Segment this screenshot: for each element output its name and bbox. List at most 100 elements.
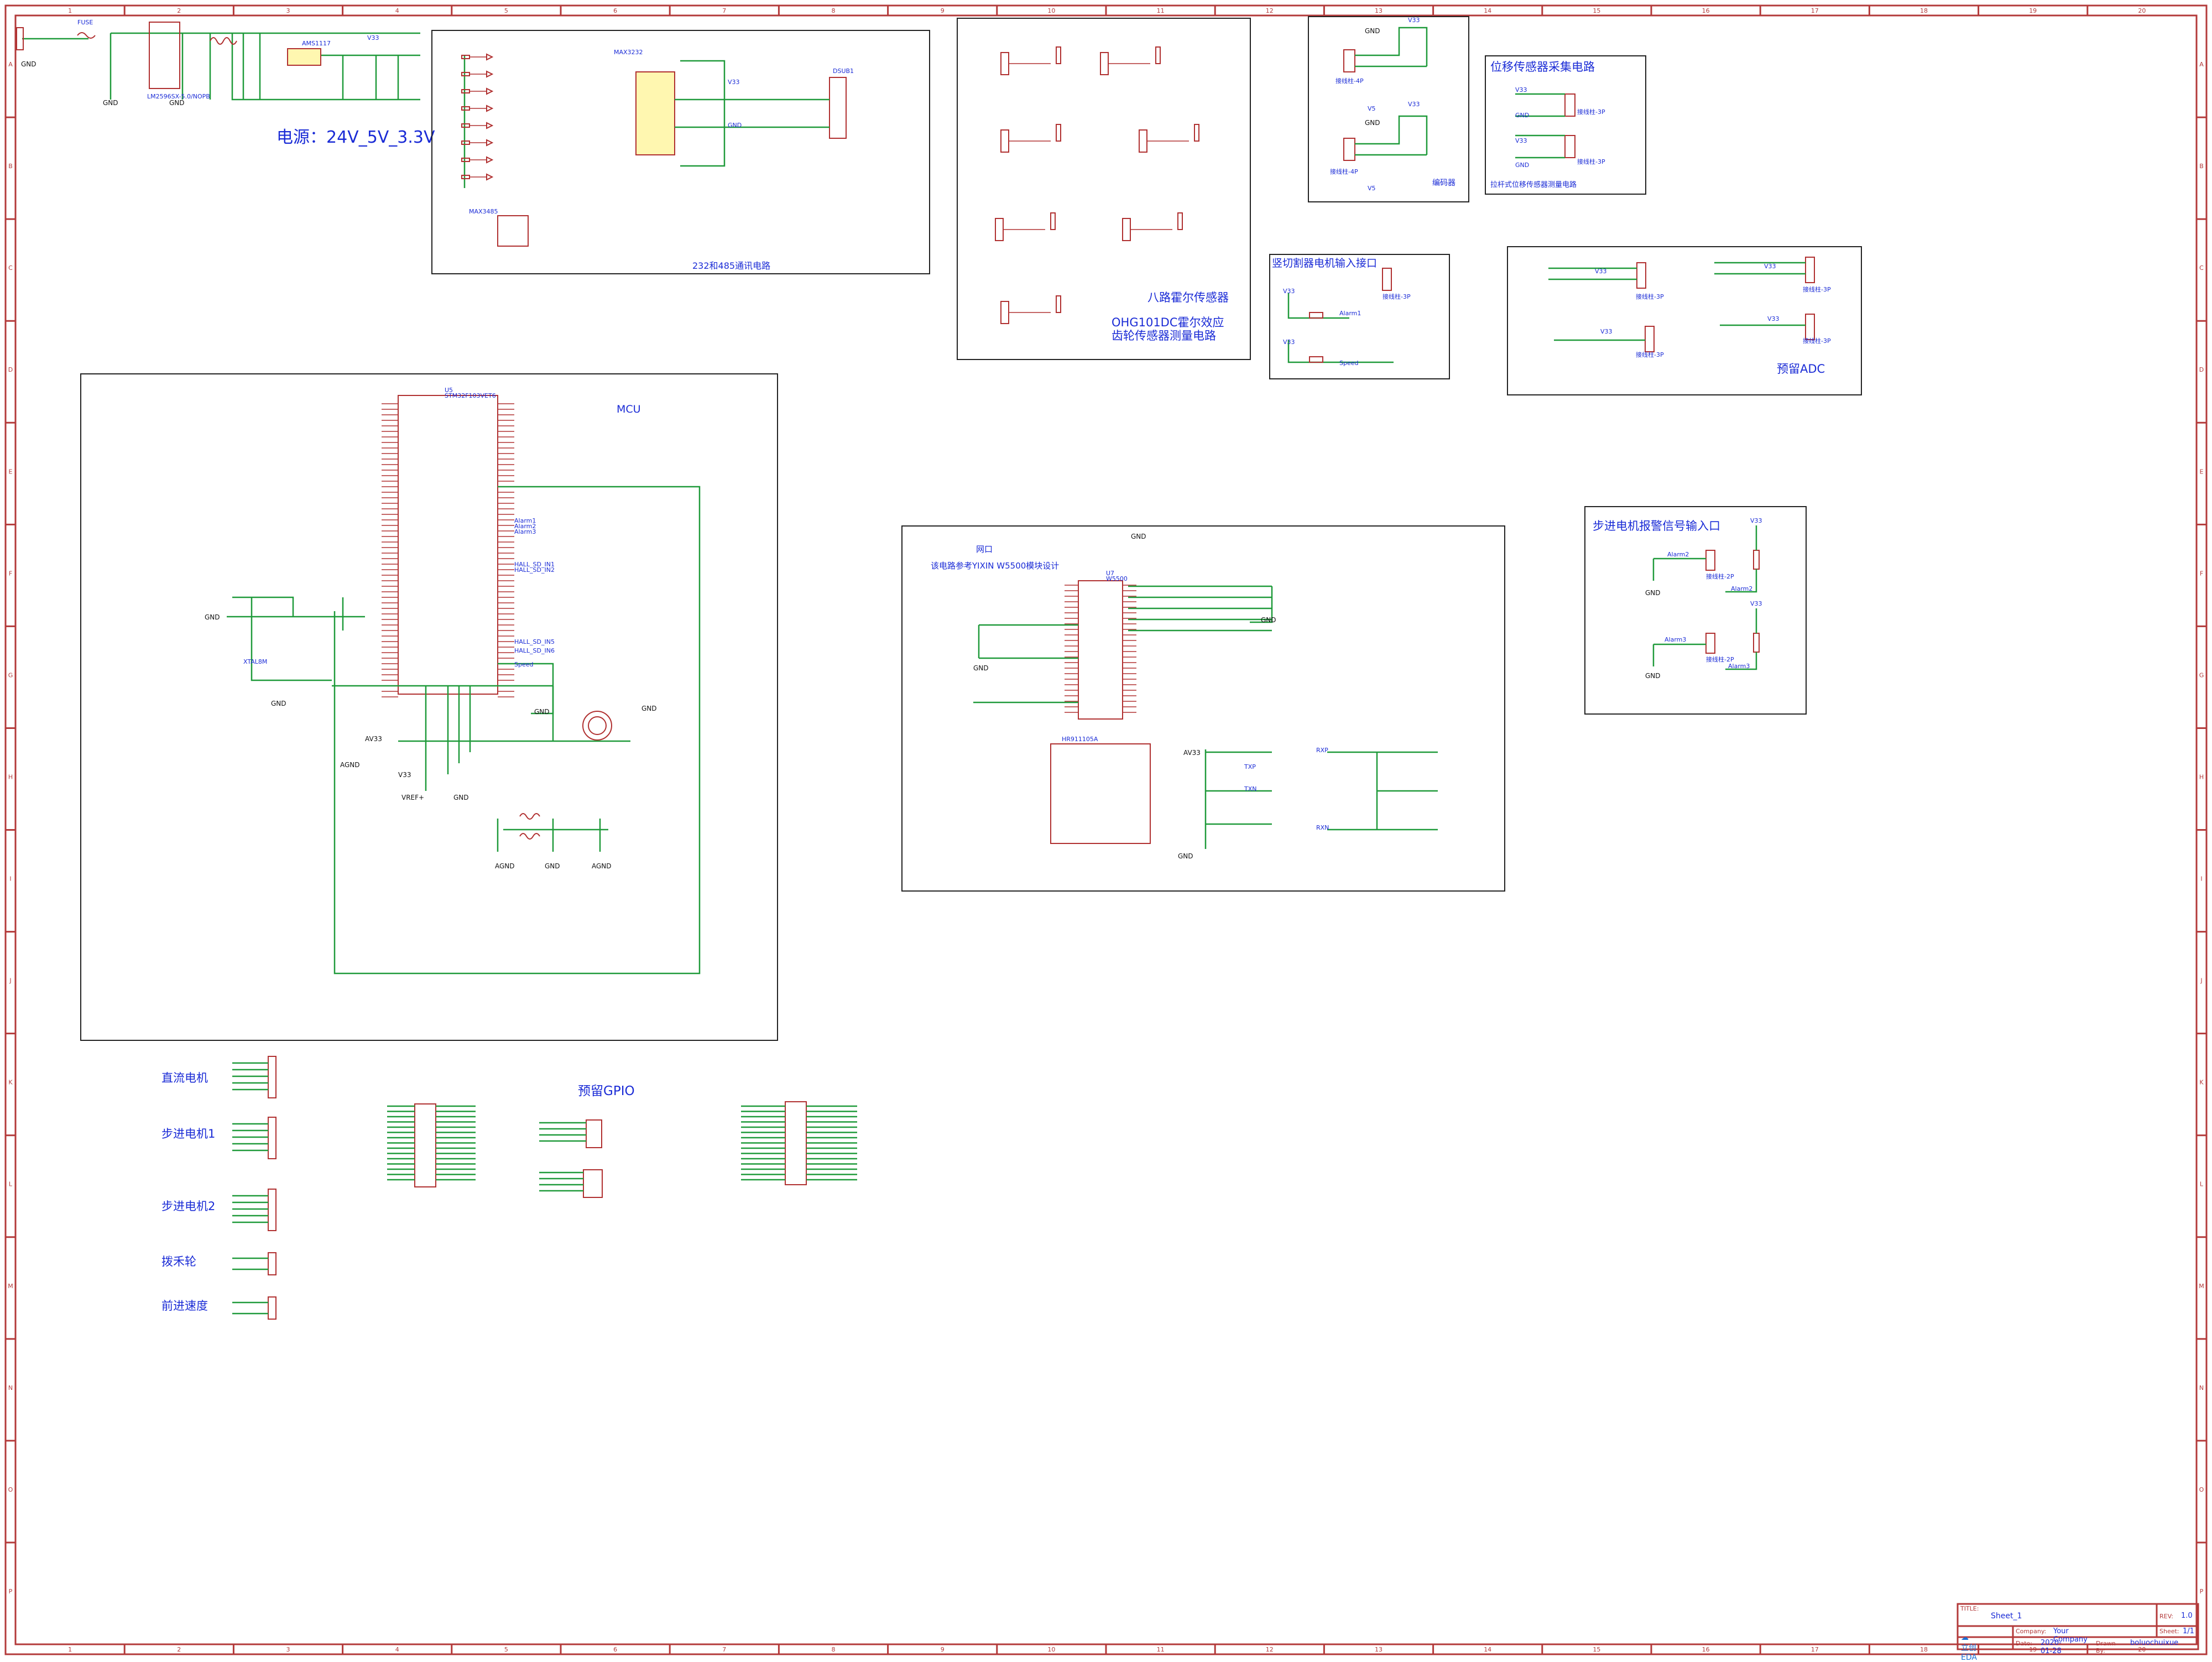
mcu-agnd-3: AGND — [592, 862, 612, 870]
cutter-speed: Speed — [1339, 360, 1358, 367]
mcu-xtal-part: XTAL8M — [243, 658, 267, 665]
tb-rev: 1.0 — [2181, 1612, 2193, 1620]
zone-col-top: 16 — [1702, 7, 1710, 14]
hall-connector — [1122, 218, 1131, 241]
stepper2-label: 步进电机2 — [161, 1200, 215, 1213]
zone-col-bottom: 16 — [1702, 1646, 1710, 1653]
resistor-symbol — [461, 175, 470, 179]
mcu-v33: V33 — [398, 771, 411, 779]
zone-row-right: H — [2199, 773, 2204, 780]
gpio-block-title: 预留GPIO — [578, 1084, 635, 1098]
eth-gnd-left: GND — [973, 664, 989, 672]
displacement-block-subtitle: 拉杆式位移传感器测量电路 — [1490, 180, 1577, 189]
zone-row-left: N — [8, 1384, 13, 1392]
mcu-hall-in6: HALL_SD_IN6 — [514, 647, 555, 654]
disp-connector-2: 接线柱-3P — [1577, 158, 1605, 165]
mcu-speed: Speed — [514, 661, 533, 668]
led-column — [461, 53, 494, 181]
zone-col-bottom: 18 — [1920, 1646, 1928, 1653]
eth-rxp: RXP — [1316, 747, 1328, 754]
zone-row-right: I — [2200, 876, 2202, 883]
ldo-part: AMS1117 — [302, 40, 331, 47]
resistor-symbol — [461, 123, 470, 128]
hall-connector — [1139, 129, 1147, 153]
resistor-symbol — [461, 106, 470, 111]
zone-col-top: 10 — [1047, 7, 1055, 14]
zone-col-top: 2 — [177, 7, 181, 14]
cutter-connector: 接线柱-3P — [1383, 293, 1411, 300]
adc-v33-4: V33 — [1767, 315, 1780, 322]
tb-sheet-label: Sheet: — [2159, 1628, 2179, 1635]
zone-row-right: K — [2199, 1079, 2204, 1086]
resistor-symbol — [461, 72, 470, 76]
hall-resistor — [1177, 212, 1183, 230]
gnd-power-2: GND — [103, 99, 118, 107]
eth-rxn: RXN — [1316, 824, 1329, 831]
zone-row-right: C — [2199, 264, 2204, 272]
hall-resistor — [1056, 295, 1061, 313]
hall-connector — [1000, 52, 1009, 75]
eth-txp: TXP — [1244, 763, 1256, 770]
eth-gnd-bottom: GND — [1178, 852, 1193, 860]
resistor-symbol — [461, 89, 470, 93]
hall-block-title: 八路霍尔传感器 — [1147, 291, 1229, 304]
mcu-vref: VREF+ — [401, 794, 424, 801]
zone-row-left: C — [8, 264, 13, 272]
zone-row-left: K — [8, 1079, 13, 1086]
tb-date-label: Date: — [2016, 1640, 2032, 1647]
header-pins — [387, 1105, 857, 1192]
hall-block: 八路霍尔传感器 OHG101DC霍尔效应 齿轮传感器测量电路 — [957, 18, 1251, 360]
resistor-symbol — [461, 55, 470, 59]
adc-connector-1: 接线柱-3P — [1636, 293, 1664, 300]
adc-v33-3: V33 — [1600, 328, 1613, 335]
mcu-av33: AV33 — [365, 735, 382, 743]
led-symbol — [486, 156, 494, 164]
adc-v33-1: V33 — [1595, 268, 1607, 275]
zone-row-left: E — [9, 468, 13, 475]
led-symbol — [486, 105, 494, 112]
reel-label: 拨禾轮 — [161, 1255, 196, 1268]
encoder-connector-1: 接线柱-4P — [1335, 77, 1364, 85]
hall-resistor — [1155, 46, 1161, 64]
disp-v33-1: V33 — [1515, 86, 1527, 93]
displacement-block-title: 位移传感器采集电路 — [1490, 60, 1595, 74]
hall-connector — [995, 218, 1004, 241]
tb-drawn-label: Drawn By: — [2096, 1640, 2116, 1654]
led-symbol — [486, 87, 494, 95]
hall-connector — [1100, 52, 1109, 75]
cutter-v33-1: V33 — [1283, 288, 1295, 295]
zone-col-bottom: 8 — [832, 1646, 836, 1653]
displacement-block: V33 GND V33 GND 接线柱-3P 接线柱-3P 位移传感器采集电路 … — [1485, 55, 1646, 195]
mcu-gnd-left: GND — [205, 613, 220, 621]
mcu-block-title: MCU — [617, 403, 641, 415]
eth-txn: TXN — [1244, 785, 1256, 793]
hall-connector — [1000, 129, 1009, 153]
zone-row-right: E — [2200, 468, 2204, 475]
zone-col-top: 7 — [722, 7, 726, 14]
zone-row-right: F — [2200, 570, 2203, 577]
zone-col-bottom: 2 — [177, 1646, 181, 1653]
mcu-gnd-3: GND — [545, 862, 560, 870]
zone-row-right: P — [2200, 1588, 2204, 1595]
led-symbol — [486, 53, 494, 61]
zone-col-bottom: 9 — [941, 1646, 945, 1653]
zone-row-right: N — [2199, 1384, 2204, 1392]
gnd-power-1: GND — [21, 60, 36, 68]
mcu-hall-in5: HALL_SD_IN5 — [514, 638, 555, 645]
rs485-part: MAX3485 — [469, 208, 498, 215]
led-symbol — [486, 173, 494, 181]
eth-ref: U7 — [1106, 570, 1114, 577]
adc-block-title: 预留ADC — [1777, 362, 1825, 376]
zone-col-top: 19 — [2029, 7, 2037, 14]
hall-desc-1: OHG101DC霍尔效应 — [1112, 316, 1224, 329]
hall-sensors — [995, 46, 1199, 324]
alarm-gnd-1: GND — [1645, 589, 1661, 597]
mcu-part: STM32F103VET6 — [445, 392, 496, 399]
alarm-connector-1: 接线柱-2P — [1706, 572, 1734, 580]
cutter-block-title: 竖切割器电机输入接口 — [1272, 257, 1377, 269]
dc-motor-label: 直流电机 — [161, 1071, 208, 1085]
adc-connector-3: 接线柱-3P — [1636, 351, 1664, 358]
disp-gnd-1: GND — [1515, 112, 1529, 119]
mcu-hall-in1: HALL_SD_IN1 — [514, 561, 555, 568]
